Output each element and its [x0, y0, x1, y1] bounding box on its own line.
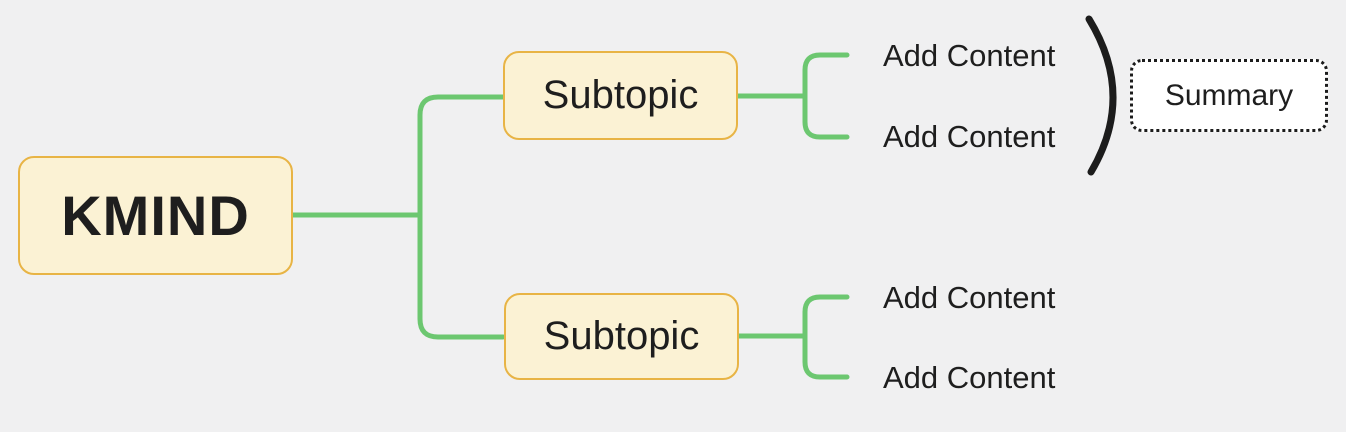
root-node[interactable]: KMIND: [18, 156, 293, 275]
add-content-placeholder-2[interactable]: Add Content: [883, 119, 1056, 154]
edge-subtopic2-child2: [802, 333, 850, 380]
subtopic-node-1[interactable]: Subtopic: [503, 51, 738, 140]
add-content-placeholder-3[interactable]: Add Content: [883, 280, 1056, 315]
edge-root-to-subtopic-2: [417, 212, 506, 340]
summary-node[interactable]: Summary: [1130, 59, 1328, 132]
edge-subtopic1-child2: [802, 93, 850, 140]
add-content-placeholder-4[interactable]: Add Content: [883, 360, 1056, 395]
summary-brace: [1085, 15, 1117, 176]
edge-subtopic1-child1: [802, 52, 850, 99]
subtopic-node-2[interactable]: Subtopic: [504, 293, 739, 380]
edge-subtopic2-child1: [802, 294, 850, 339]
add-content-placeholder-1[interactable]: Add Content: [883, 38, 1056, 73]
edge-root-to-subtopic-1: [417, 94, 506, 218]
